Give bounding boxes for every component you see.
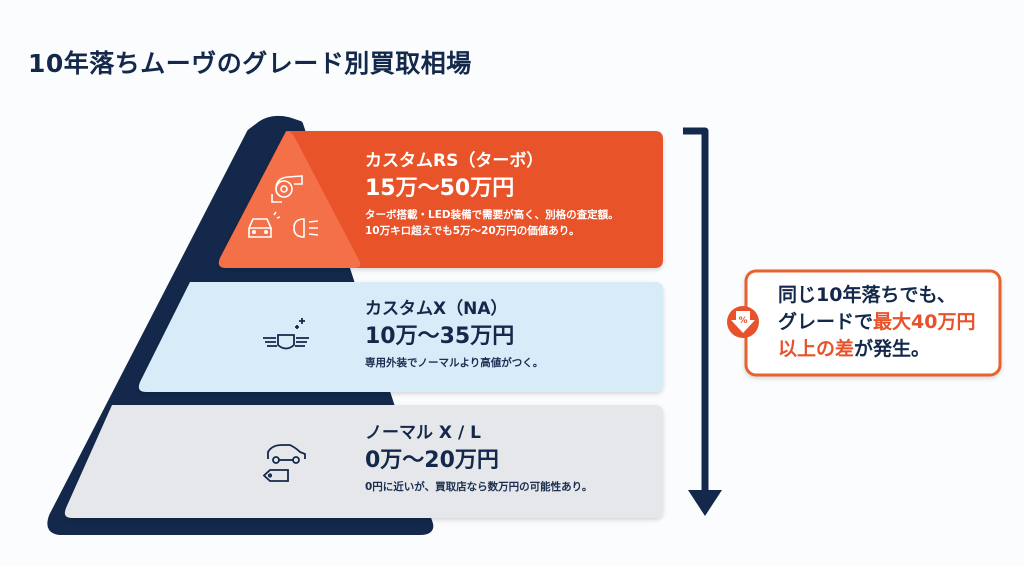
tier-desc: ターボ搭載・LED装備で需要が高く、別格の査定額。	[365, 209, 619, 221]
tier-desc: 10万キロ超えでも5万〜20万円の価値あり。	[365, 225, 580, 237]
tier-desc: 0円に近いが、買取店なら数万円の可能性あり。	[365, 481, 593, 493]
tier-price: 0万〜20万円	[365, 448, 499, 473]
tier-customx-panel	[138, 282, 663, 392]
callout-line-3: 以上の差が発生。	[778, 336, 975, 363]
tier-normal: ノーマル X / L 0万〜20万円 0円に近いが、買取店なら数万円の可能性あり…	[365, 422, 592, 495]
downward-arrow-icon	[683, 127, 722, 516]
svg-text:%: %	[738, 316, 747, 326]
callout-line-1: 同じ10年落ちでも、	[778, 284, 956, 306]
tier-price: 15万〜50万円	[365, 176, 515, 201]
headlight-icon	[293, 218, 319, 238]
callout-text-plain: が発生。	[854, 338, 931, 360]
sparkle-shield-emblem-icon	[263, 318, 309, 350]
tier-name: ノーマル X / L	[365, 423, 481, 443]
callout-highlight: 以上の差	[778, 338, 855, 360]
tier-normal-panel	[64, 405, 664, 518]
tier-desc: 専用外装でノーマルより高値がつく。	[365, 357, 544, 369]
turbo-icon	[271, 175, 303, 203]
callout-text-plain: グレードで	[778, 311, 874, 333]
car-price-tag-icon	[262, 444, 306, 482]
tier-name: カスタムRS（ターボ）	[365, 151, 544, 171]
callout-line-2: グレードで最大40万円	[778, 309, 975, 336]
callout-highlight: 最大40万円	[873, 311, 976, 333]
callout-text: 同じ10年落ちでも、 グレードで最大40万円 以上の差が発生。	[778, 282, 975, 363]
tier-customrs: カスタムRS（ターボ） 15万〜50万円 ターボ搭載・LED装備で需要が高く、別…	[365, 150, 619, 239]
tier-name: カスタムX（NA）	[365, 299, 508, 319]
page-title: 10年落ちムーヴのグレード別買取相場	[28, 49, 472, 78]
tier-customx: カスタムX（NA） 10万〜35万円 専用外装でノーマルより高値がつく。	[365, 298, 543, 371]
percent-down-arrow-icon: %	[727, 306, 759, 338]
car-front-icon	[248, 211, 281, 238]
tier-price: 10万〜35万円	[365, 324, 515, 349]
